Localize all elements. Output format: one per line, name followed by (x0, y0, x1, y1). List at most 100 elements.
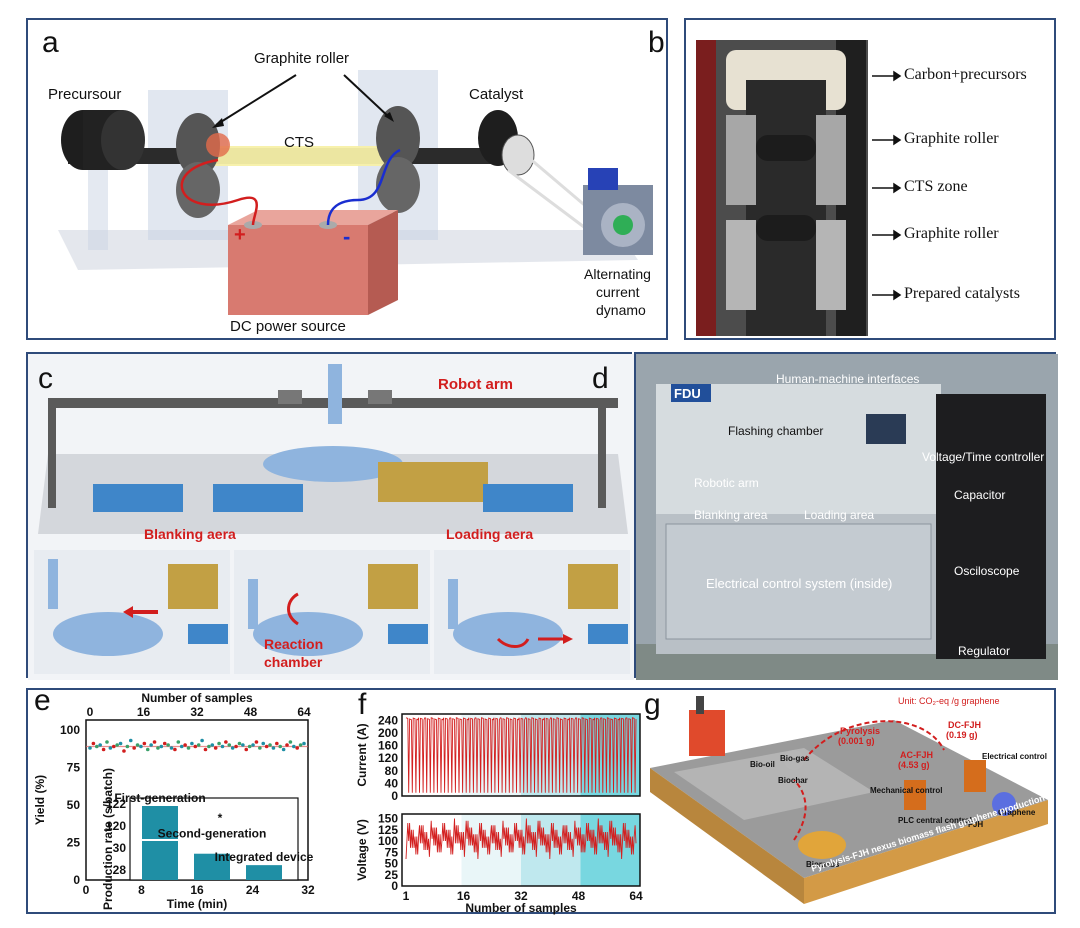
reaction-chamber-label-2: chamber (264, 654, 323, 670)
e-y-tick: 50 (67, 798, 81, 812)
f-y-tick: 240 (378, 713, 398, 727)
f-plot-frame (401, 713, 641, 797)
f-y-tick: 150 (378, 812, 398, 826)
f-y-tick: 75 (385, 845, 399, 859)
e-data-point (213, 746, 218, 750)
f-y-tick: 25 (385, 868, 399, 882)
e-data-point (244, 747, 249, 752)
f-band (521, 814, 581, 886)
e-data-point (200, 738, 204, 743)
f-y-tick: 125 (378, 823, 398, 837)
electrical-control-g-label: Electrical control (982, 752, 1047, 761)
e-data-point (142, 741, 147, 746)
e-data-point (159, 744, 164, 749)
e-data-point (234, 744, 238, 749)
panel-b: b Carbon+precursors Graphite roller CTS … (648, 18, 1056, 340)
graphite-roller-label: Graphite roller (254, 50, 350, 67)
ac-fjh-value: (4.53 g) (898, 760, 930, 770)
e-data-point (302, 741, 306, 746)
robotic-arm-label: Robotic arm (694, 476, 759, 490)
biochar-label: Biochar (778, 776, 808, 785)
e-x-tick: 0 (83, 883, 90, 897)
mechanical-control-label: Mechanical control (870, 786, 943, 795)
dc-fjh-value: (0.19 g) (946, 730, 978, 740)
e-inset-bar-label: Integrated device (215, 850, 314, 864)
e-data-point (169, 746, 174, 750)
cts-label: CTS (284, 134, 314, 151)
e-inset-bar (194, 853, 230, 880)
e-inset-bar (246, 865, 282, 880)
f-voltage-trace (405, 818, 637, 860)
e-data-point (149, 743, 153, 747)
f-y-tick: 100 (378, 834, 398, 848)
e-data-point (275, 741, 279, 746)
minus-terminal: - (343, 224, 351, 249)
e-data-point (196, 743, 201, 747)
f-current-trace (405, 717, 637, 793)
pyrolysis-label: Pyrolysis (840, 726, 881, 736)
fdu-label: FDU (674, 386, 701, 401)
e-data-point (152, 740, 157, 744)
f-y-axis-label: Voltage (V) (355, 819, 369, 881)
e-data-point (298, 743, 303, 747)
e-data-point (101, 747, 106, 752)
panel-g-illustration (650, 696, 1048, 904)
regulator-label: Regulator (958, 644, 1011, 658)
e-y-tick: 100 (60, 723, 80, 737)
panel-c: c Robot arm Blanking aera Loading aera R… (26, 352, 634, 680)
f-band (461, 814, 521, 886)
f-x-tick: 16 (457, 889, 471, 903)
e-top-tick: 0 (87, 705, 94, 719)
e-x-tick: 32 (301, 883, 315, 897)
f-x-tick: 32 (514, 889, 528, 903)
panel-a-illustration (58, 70, 653, 315)
e-data-point (98, 743, 102, 747)
reaction-chamber-label-1: Reaction (264, 636, 324, 652)
e-data-point (166, 743, 170, 747)
blanking-aera-label: Blanking aera (144, 526, 236, 542)
e-data-point (281, 747, 286, 752)
e-data-point (210, 743, 215, 747)
e-data-point (115, 743, 119, 747)
e-data-point (247, 744, 252, 749)
panel-d: d FDU Human-machine interfaces Flashing … (592, 352, 1058, 680)
e-x-axis-label: Time (min) (167, 897, 227, 911)
e-top-tick: 48 (244, 705, 258, 719)
e-inset-y-label: Production rate (s/batch) (101, 768, 115, 910)
e-x-tick: 8 (138, 883, 145, 897)
catalyst-label: Catalyst (469, 86, 524, 103)
e-data-point (217, 741, 221, 746)
e-x-tick: 16 (190, 883, 204, 897)
e-data-point (295, 746, 300, 750)
e-data-point (176, 740, 181, 744)
e-data-point (156, 746, 160, 750)
f-y-tick: 120 (378, 751, 398, 765)
graphite-roller-2-label: Graphite roller (904, 225, 999, 242)
panel-c-letter: c (38, 362, 53, 395)
e-inset-tick: 120 (106, 819, 126, 833)
f-plot-frame (401, 813, 641, 887)
e-y-tick: 0 (73, 873, 80, 887)
e-y-tick: 25 (67, 836, 81, 850)
ac-fjh-label: AC-FJH (900, 750, 933, 760)
e-data-point (135, 743, 140, 747)
e-data-point (285, 743, 289, 747)
e-data-point (111, 744, 116, 749)
e-data-point (173, 747, 177, 752)
panel-e-letter: e (34, 684, 51, 717)
e-inset-tick: 30 (113, 841, 127, 855)
panel-f-letter: f (358, 688, 367, 721)
e-inset-tick: 122 (106, 797, 126, 811)
e-data-point (94, 744, 99, 749)
e-data-point (220, 744, 225, 749)
pyrolysis-value: (0.001 g) (838, 736, 875, 746)
dc-fjh-label: DC-FJH (948, 720, 981, 730)
panel-c-illustration (28, 354, 634, 680)
f-x-tick: 48 (572, 889, 586, 903)
e-data-point (227, 743, 232, 747)
carbon-precursors-label: Carbon+precursors (904, 66, 1027, 83)
ac-dynamo-label-2: current (596, 284, 640, 300)
e-x-tick: 24 (246, 883, 260, 897)
